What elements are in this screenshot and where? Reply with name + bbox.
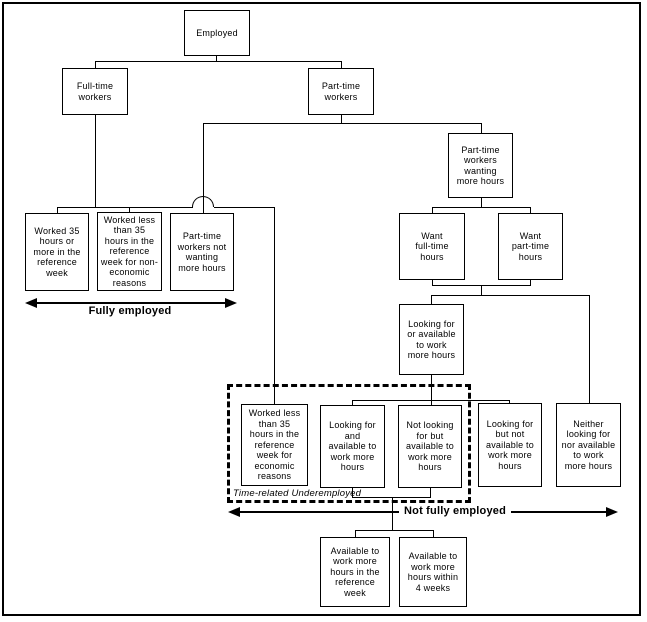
- node-available-4-weeks: Available to work more hours within 4 we…: [399, 537, 467, 607]
- connector-line: [433, 530, 434, 537]
- node-employed: Employed: [184, 10, 250, 56]
- arrowhead-left-icon: [25, 298, 37, 308]
- connector-line: [352, 400, 510, 401]
- connector-line: [509, 400, 510, 403]
- connector-line: [57, 207, 58, 213]
- node-want-fulltime: Want full-time hours: [399, 213, 465, 280]
- node-parttime-wanting: Part-time workers wanting more hours: [448, 133, 513, 198]
- connector-line: [57, 207, 193, 208]
- node-neither-looking-nor-available: Neither looking for nor available to wor…: [556, 403, 621, 487]
- connector-line: [216, 55, 217, 61]
- connector-line: [431, 375, 432, 405]
- connector-line: [95, 61, 96, 69]
- connector-line: [274, 207, 275, 404]
- node-not-looking-but-available: Not looking for but available to work mo…: [398, 405, 462, 488]
- connector-line: [355, 530, 434, 531]
- connector-line: [352, 488, 353, 498]
- node-parttime-workers: Part-time workers: [308, 68, 374, 115]
- connector-line: [530, 280, 531, 286]
- connector-line: [530, 207, 531, 213]
- connector-line: [589, 295, 590, 403]
- connector-line: [129, 207, 130, 213]
- connector-line: [203, 123, 204, 214]
- node-available-reference-week: Available to work more hours in the refe…: [320, 537, 390, 607]
- connector-line: [203, 123, 482, 124]
- node-want-parttime: Want part-time hours: [498, 213, 563, 280]
- node-worked-less-economic: Worked less than 35 hours in the referen…: [241, 404, 308, 486]
- arrow-shaft: [35, 302, 225, 304]
- connector-line: [481, 123, 482, 133]
- connector-line: [481, 285, 482, 295]
- connector-line: [431, 295, 590, 296]
- connector-line: [430, 488, 431, 498]
- connector-line: [341, 115, 342, 124]
- node-fulltime-workers: Full-time workers: [62, 68, 128, 115]
- connector-line: [481, 198, 482, 208]
- arrowhead-left-icon: [228, 507, 240, 517]
- node-parttime-not-wanting: Part-time workers not wanting more hours: [170, 213, 234, 291]
- connector-line: [432, 207, 433, 213]
- outer-border: [2, 2, 641, 616]
- connector-line: [352, 400, 353, 405]
- connector-line: [352, 497, 431, 498]
- connector-line: [432, 280, 433, 286]
- not-fully-employed-label: Not fully employed: [399, 505, 511, 517]
- node-looking-or-available: Looking for or available to work more ho…: [399, 304, 464, 375]
- node-worked-less-noneconomic: Worked less than 35 hours in the referen…: [97, 212, 162, 291]
- connector-line: [355, 530, 356, 537]
- connector-line: [95, 61, 342, 62]
- node-looking-and-available: Looking for and available to work more h…: [320, 405, 385, 488]
- arrowhead-right-icon: [225, 298, 237, 308]
- fully-employed-label: Fully employed: [88, 305, 172, 317]
- connector-line: [431, 295, 432, 304]
- connector-line: [432, 207, 531, 208]
- time-related-underemployed-label: Time-related Underemployed: [233, 488, 362, 499]
- connector-line: [95, 115, 96, 208]
- arrowhead-right-icon: [606, 507, 618, 517]
- time-related-underemployed-region: [227, 384, 471, 503]
- connector-line: [341, 61, 342, 69]
- connector-line: [214, 207, 275, 208]
- node-worked-35: Worked 35 hours or more in the reference…: [25, 213, 89, 291]
- node-looking-but-not-available: Looking for but not available to work mo…: [478, 403, 542, 487]
- connector-line: [392, 497, 393, 531]
